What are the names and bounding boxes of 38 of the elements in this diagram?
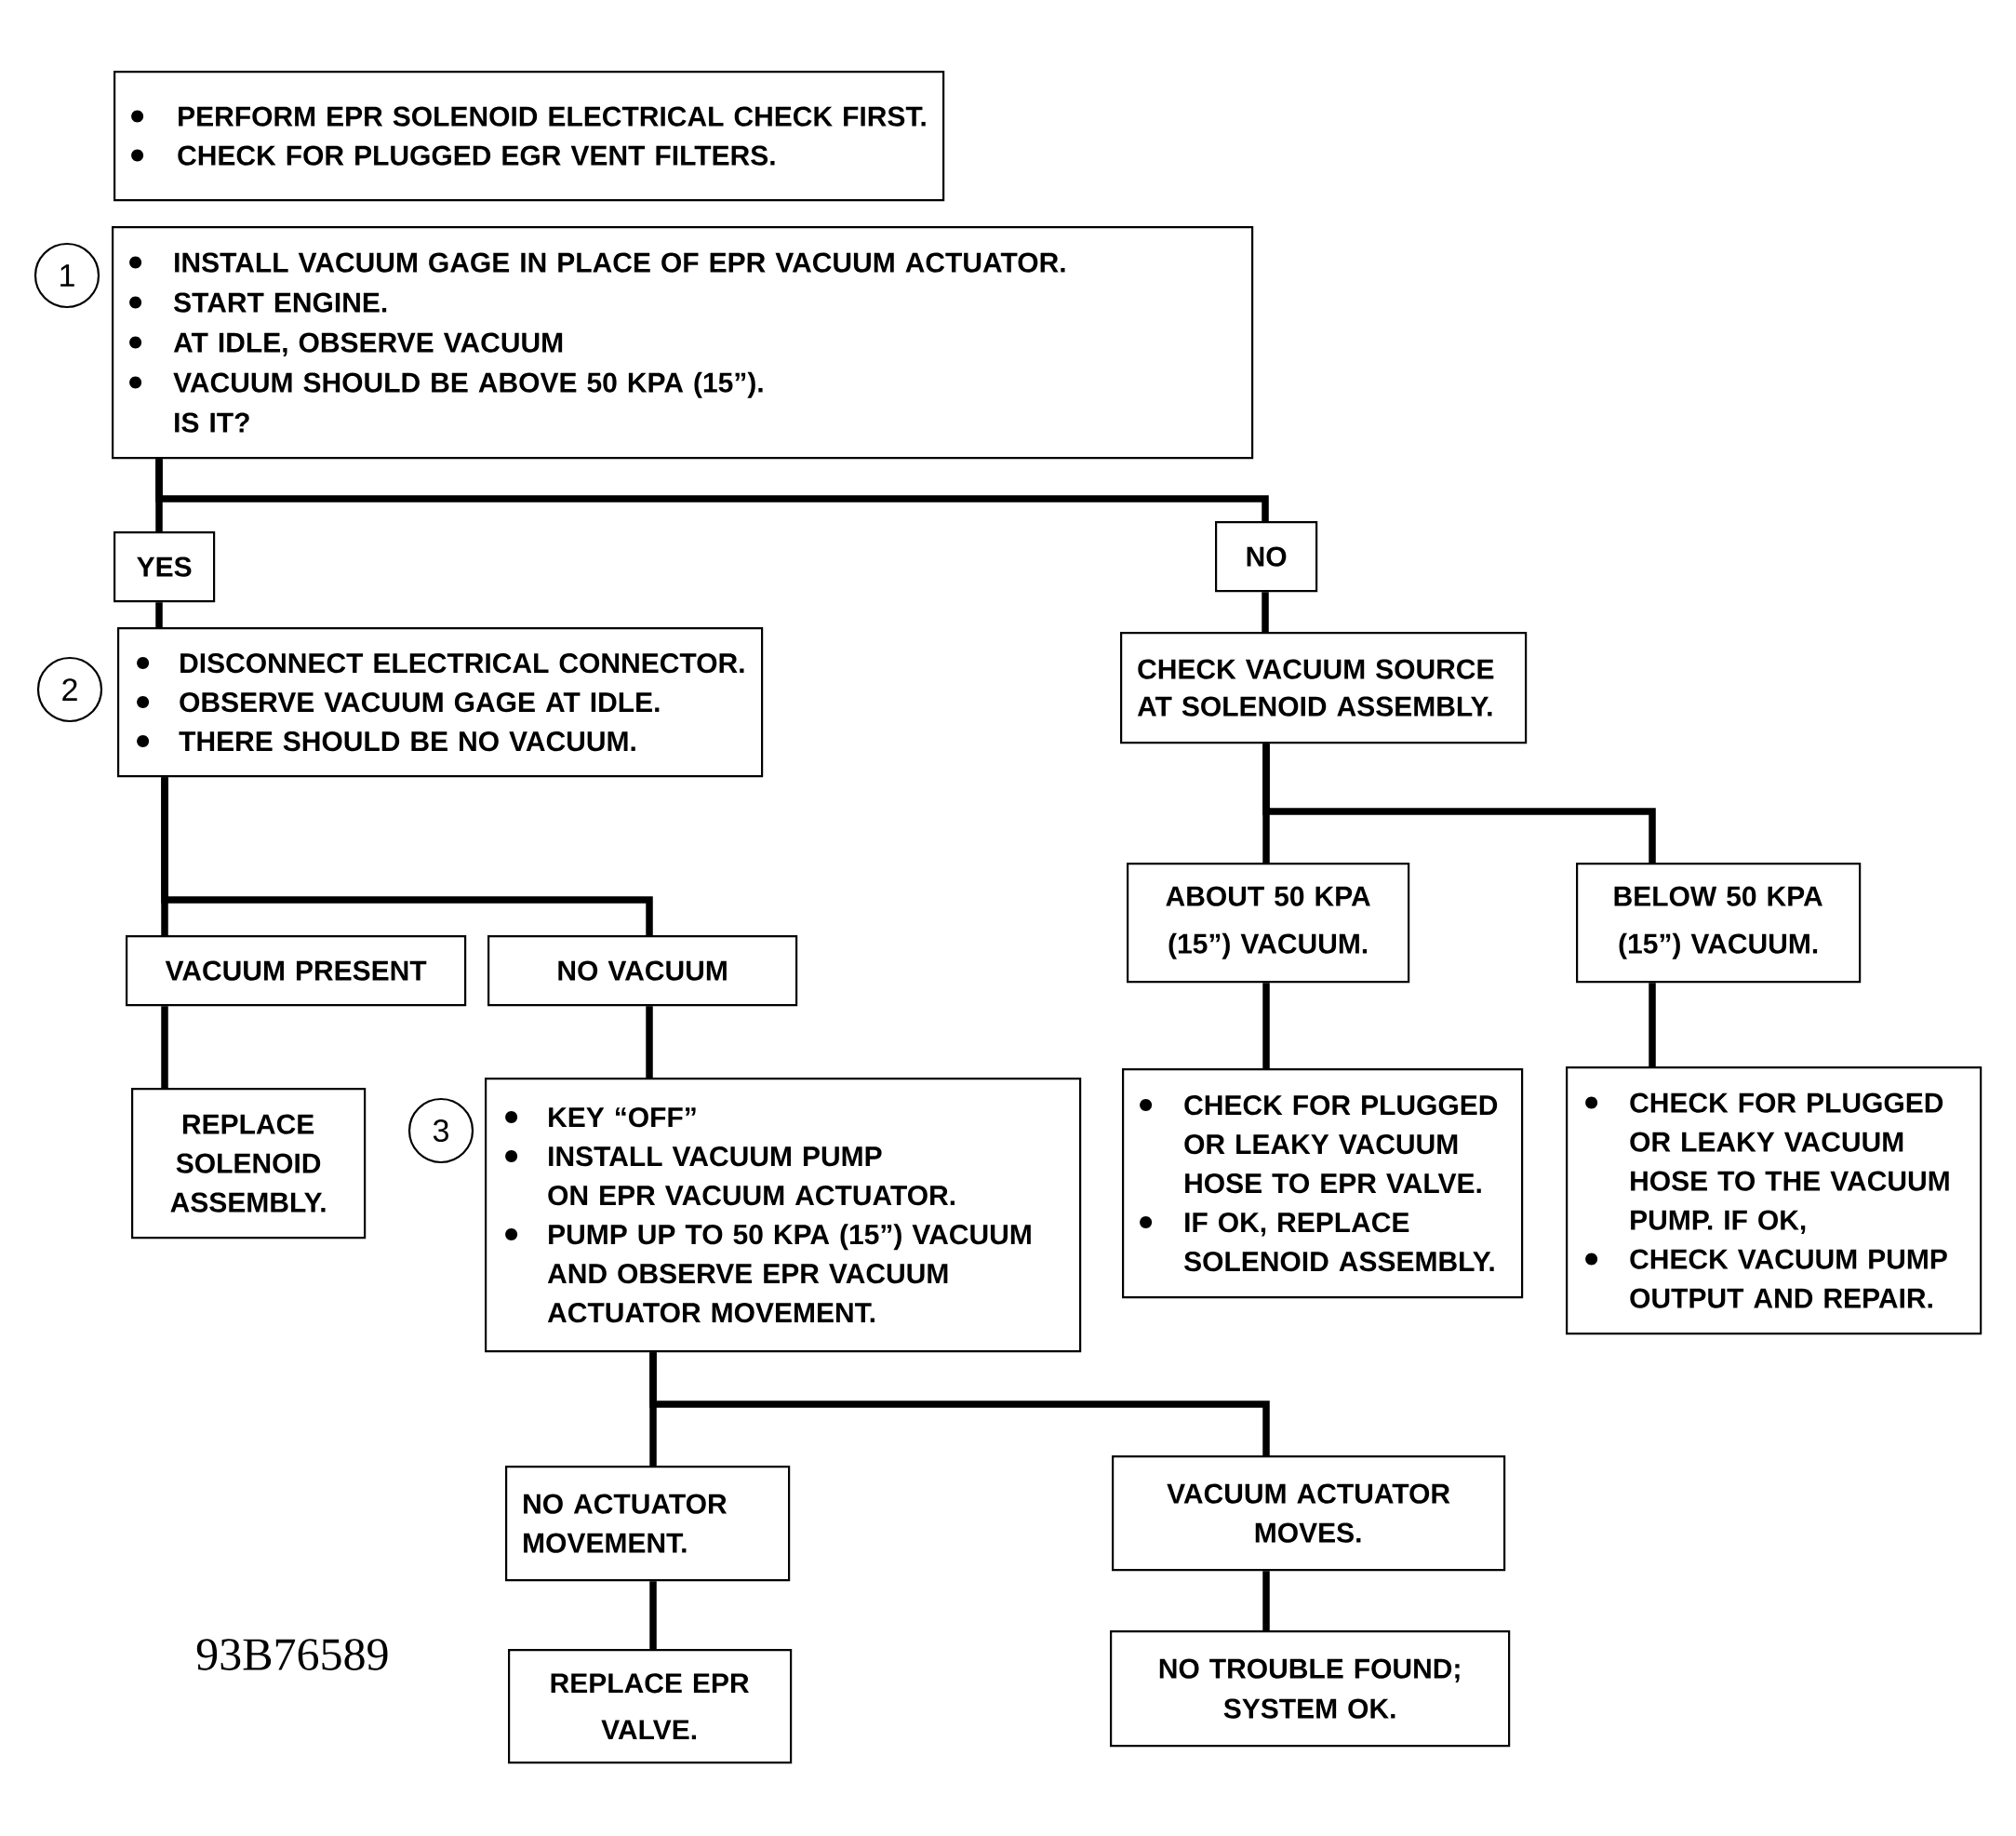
instruction-text: IF OK, REPLACE SOLENOID ASSEMBLY. (1184, 1213, 1494, 1272)
instruction-text: OBSERVE VACUUM GAGE AT IDLE. (180, 692, 660, 713)
action-box: REPLACE SOLENOID ASSEMBLY. (131, 1088, 367, 1240)
result-box: BELOW 50 KPA (15”) VACUUM. (1576, 863, 1862, 984)
result-box: VACUUM ACTUATOR MOVES. (1112, 1455, 1506, 1572)
instruction-text: INSTALL VACUUM PUMP ON EPR VACUUM ACTUATOR. (548, 1146, 955, 1206)
action-box: CHECK VACUUM SOURCE AT SOLENOID ASSEMBLY. (1120, 632, 1528, 744)
step-box (117, 627, 764, 778)
instruction-text: KEY “OFF” (549, 1107, 696, 1128)
note-box (113, 71, 945, 202)
action-box: NO TROUBLE FOUND; SYSTEM OK. (1110, 1630, 1511, 1748)
step-number: 2 (36, 656, 103, 723)
instruction-text: START ENGINE. (173, 292, 387, 313)
instruction-text: AT IDLE, OBSERVE VACUUM (173, 332, 563, 357)
branch-box: NO (1215, 521, 1318, 593)
figure-number: 93B76589 (196, 1639, 388, 1670)
branch-box: YES (113, 531, 216, 603)
result-box: NO VACUUM (487, 935, 798, 1007)
instruction-text: CHECK FOR PLUGGED EGR VENT FILTERS. (178, 145, 775, 166)
instruction-text: PUMP UP TO 50 KPA (15”) VACUUM AND OBSERVE EPR VACUUM ACTUATOR MOVEMENT. (547, 1224, 1031, 1323)
instruction-text: DISCONNECT ELECTRICAL CONNECTOR. (180, 653, 744, 674)
instruction-text: INSTALL VACUUM GAGE IN PLACE OF EPR VACUUM ACTUATOR. (175, 252, 1065, 273)
step-number: 1 (33, 242, 100, 309)
result-box: ABOUT 50 KPA (15”) VACUUM. (1127, 863, 1410, 984)
instruction-text: THERE SHOULD BE NO VACUUM. (179, 731, 635, 752)
step-box (485, 1078, 1082, 1353)
action-box (1566, 1066, 1983, 1335)
step-number: 3 (407, 1097, 474, 1164)
result-box: VACUUM PRESENT (126, 935, 467, 1007)
step-box (112, 226, 1254, 460)
result-box: NO ACTUATOR MOVEMENT. (505, 1466, 791, 1582)
instruction-text: CHECK FOR PLUGGED OR LEAKY VACUUM HOSE TO THE VACUUM PUMP. IF OK, (1630, 1092, 1949, 1235)
instruction-text: PERFORM EPR SOLENOID ELECTRICAL CHECK FIRST. (179, 106, 926, 127)
action-box (1122, 1068, 1524, 1299)
instruction-text: CHECK FOR PLUGGED OR LEAKY VACUUM HOSE TO EPR VALVE. (1184, 1095, 1498, 1194)
action-box: REPLACE EPR VALVE. (508, 1649, 793, 1764)
instruction-text: VACUUM SHOULD BE ABOVE 50 KPA (15”). IS IT? (173, 371, 763, 433)
instruction-text: CHECK VACUUM PUMP OUTPUT AND REPAIR. (1630, 1249, 1947, 1308)
